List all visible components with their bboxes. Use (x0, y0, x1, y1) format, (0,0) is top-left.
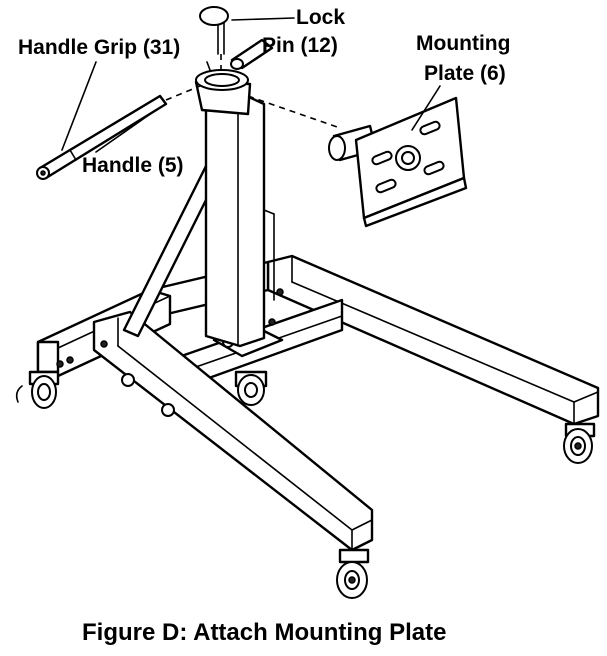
figure-caption: Figure D: Attach Mounting Plate (82, 619, 446, 646)
left-caster-wheel (15, 370, 60, 409)
mast-top-tube (194, 69, 252, 116)
handle (36, 85, 201, 180)
front-caster-wheel (336, 548, 370, 599)
handle-grip-label: Handle Grip (31) (18, 36, 180, 59)
mast-column (204, 90, 275, 348)
lock-pin (199, 6, 274, 70)
leader-lines (61, 17, 441, 153)
lock-pin-label-line1: Lock (296, 6, 345, 29)
mounting-plate (328, 96, 468, 228)
plate-guide-line (247, 95, 341, 129)
front-leg (92, 310, 374, 552)
mounting-plate-label-line1: Mounting (416, 32, 510, 55)
rear-caster-wheel (234, 370, 268, 406)
mounting-plate-label-line2: Plate (6) (424, 62, 506, 85)
right-caster-wheel (563, 422, 596, 464)
lock-pin-label-line2: Pin (12) (262, 34, 338, 57)
handle-label: Handle (5) (82, 154, 184, 177)
